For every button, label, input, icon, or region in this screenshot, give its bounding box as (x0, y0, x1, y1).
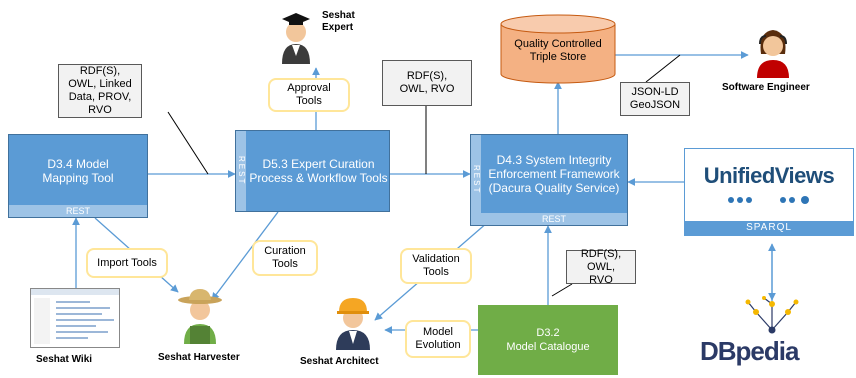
expert-curation-rest-side: REST (236, 131, 246, 211)
system-integrity-rest-side: REST (471, 135, 481, 225)
note-line-left (167, 111, 209, 175)
expert-icon (282, 13, 310, 64)
harvester-label: Seshat Harvester (158, 352, 240, 363)
unifiedviews-dots-icon (728, 196, 809, 204)
note-rdf-bottom: RDF(S), OWL, RVO (566, 248, 636, 286)
model-mapping-label: D3.4 Model Mapping Tool (42, 157, 114, 185)
note-rdf-mid: RDF(S), OWL, RVO (382, 60, 472, 106)
system-integrity-box: REST D4.3 System Integrity Enforcement F… (470, 134, 628, 226)
system-integrity-rest: REST (481, 213, 627, 225)
expert-label: Seshat Expert (322, 10, 355, 33)
architect-icon (336, 298, 370, 350)
model-catalogue-box: D3.2 Model Catalogue (478, 305, 618, 375)
model-mapping-rest: REST (9, 205, 147, 217)
expert-curation-box: REST D5.3 Expert Curation Process & Work… (235, 130, 390, 212)
curation-tools: Curation Tools (252, 240, 318, 276)
model-evolution: Model Evolution (405, 320, 471, 358)
model-catalogue-id: D3.2 (536, 327, 560, 339)
arrow-curation-to-harvester (211, 211, 279, 301)
dbpedia-graph-icon (745, 296, 799, 334)
expert-curation-label: D5.3 Expert Curation Process & Workflow … (249, 157, 388, 185)
wiki-label: Seshat Wiki (36, 354, 93, 365)
architect-label: Seshat Architect (300, 356, 379, 367)
unifiedviews-panel: UnifiedViews SPARQL (684, 148, 854, 236)
model-catalogue-label: Model Catalogue (506, 341, 590, 353)
note-rdf-left: RDF(S), OWL, Linked Data, PROV, RVO (58, 64, 142, 118)
quality-store-label: Quality Controlled Triple Store (514, 38, 602, 63)
quality-store-cylinder (500, 14, 616, 84)
unifiedviews-logo: UnifiedViews (703, 163, 835, 188)
engineer-label: Software Engineer (722, 82, 810, 93)
validation-tools: Validation Tools (400, 248, 472, 284)
note-line-bottom (551, 283, 573, 297)
note-line-json (645, 54, 681, 83)
import-tools: Import Tools (86, 248, 168, 278)
approval-tools: Approval Tools (268, 78, 350, 112)
harvester-icon (178, 289, 222, 344)
sparql-label: SPARQL (685, 221, 853, 235)
wiki-screenshot-icon (30, 288, 120, 348)
note-json: JSON-LD GeoJSON (620, 82, 690, 116)
dbpedia-logo: DBpedia (700, 336, 799, 366)
engineer-icon (757, 30, 789, 78)
model-mapping-box: D3.4 Model Mapping Tool REST (8, 134, 148, 218)
system-integrity-label: D4.3 System Integrity Enforcement Framew… (488, 153, 620, 195)
